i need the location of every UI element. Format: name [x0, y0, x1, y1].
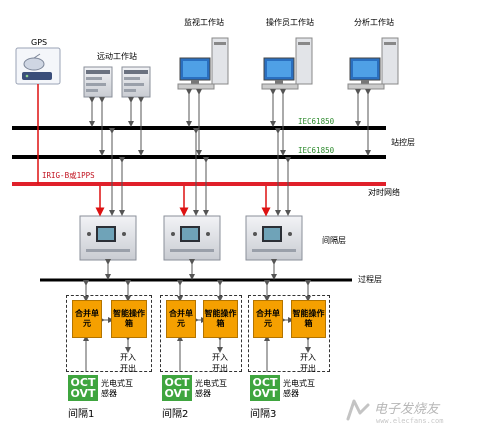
bay-device-icon-3 [245, 215, 303, 261]
sync-network-label: 对时网络 [368, 188, 400, 197]
bay-layer-label: 间隔层 [322, 236, 346, 245]
ovt-label-2: OVT [164, 387, 190, 400]
sensor-label-1: 光电式互感器 [101, 379, 133, 398]
monitor-station-label: 监视工作站 [184, 18, 224, 27]
remote-station-label: 远动工作站 [97, 52, 137, 61]
gps-label: GPS [31, 38, 48, 47]
analysis-station-label: 分析工作站 [354, 18, 394, 27]
oct-ovt-box-1: OCT OVT [68, 375, 98, 401]
bay-process-connectors [105, 259, 277, 280]
io-label-1: 开入开出 [120, 353, 136, 373]
smart-operation-box-1: 智能操作箱 [111, 300, 147, 338]
merge-unit-1: 合并单元 [72, 300, 102, 338]
bay-name-3: 间隔3 [250, 409, 277, 420]
oct-ovt-box-3: OCT OVT [250, 375, 280, 401]
bay-lower-connectors [83, 335, 311, 372]
sensor-label-3: 光电式互感器 [283, 379, 315, 398]
watermark-text: 电子发烧友 [374, 402, 440, 417]
ovt-label-1: OVT [70, 387, 96, 400]
bay-frame-1 [66, 295, 152, 372]
remote-server-icon-1 [83, 66, 113, 98]
process-box-connectors [83, 280, 311, 302]
merge-unit-2: 合并单元 [166, 300, 196, 338]
bay-frame-2 [160, 295, 242, 372]
bay-name-1: 间隔1 [68, 409, 95, 420]
watermark-url: www.elecfans.com [376, 417, 444, 425]
bay-name-2: 间隔2 [162, 409, 189, 420]
monitor-workstation-icon [177, 37, 229, 90]
io-label-2: 开入开出 [212, 353, 228, 373]
analysis-workstation-icon [347, 37, 399, 90]
top-connectors [89, 89, 371, 156]
operator-station-label: 操作员工作站 [266, 18, 314, 27]
sync-arrows [95, 186, 271, 217]
process-layer-label: 过程层 [358, 275, 382, 284]
merge-unit-3: 合并单元 [253, 300, 283, 338]
oct-label-2: OCT [164, 376, 190, 389]
ovt-label-3: OVT [252, 387, 278, 400]
oct-label-3: OCT [252, 376, 278, 389]
sync-signal-label: IRIG-B或1PPS [42, 171, 95, 180]
sensor-label-2: 光电式互感器 [195, 379, 227, 398]
bay-frame-3 [248, 295, 330, 372]
oct-label-1: OCT [70, 376, 96, 389]
operator-workstation-icon [261, 37, 313, 90]
iec61850-label-top: IEC61850 [298, 117, 335, 126]
gps-receiver-icon [15, 47, 61, 85]
io-label-3: 开入开出 [300, 353, 316, 373]
bay-device-icon-1 [79, 215, 137, 261]
station-layer-label: 站控层 [391, 138, 415, 147]
oct-ovt-box-2: OCT OVT [162, 375, 192, 401]
smart-operation-box-3: 智能操作箱 [291, 300, 326, 338]
smart-operation-box-2: 智能操作箱 [203, 300, 238, 338]
bay-device-icon-2 [163, 215, 221, 261]
bay-station-connectors [109, 128, 291, 216]
iec61850-label-bottom: IEC61850 [298, 146, 335, 155]
remote-server-icon-2 [121, 66, 151, 98]
watermark-logo-icon [346, 399, 370, 421]
